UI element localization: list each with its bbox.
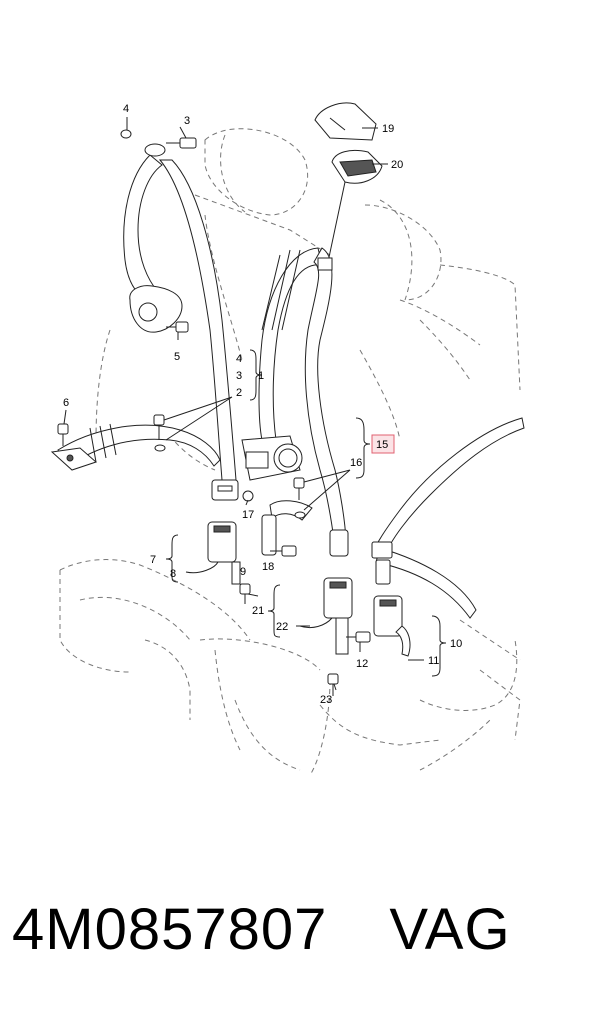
callout-4-top: 4 [123,103,129,115]
part-caption: 4M0857807 VAG [12,890,592,970]
callout-21: 21 [252,605,264,617]
callout-16: 16 [350,457,362,469]
brand-label: VAG [389,897,511,962]
callout-11: 11 [428,655,439,667]
callout-4-bracket: 4 [236,353,242,365]
callout-17: 17 [242,509,254,521]
callout-19: 19 [382,123,394,135]
seat-outline [59,128,521,776]
callout-2: 2 [236,387,242,399]
cover-and-guide [314,102,383,271]
callout-20: 20 [391,159,403,171]
callout-8: 8 [170,568,176,580]
part-number: 4M0857807 [12,897,328,962]
callout-1: 1 [258,370,264,382]
buckle-7 [185,521,241,585]
callout-9: 9 [240,566,246,578]
lap-belt-left [50,423,221,471]
callout-5: 5 [174,351,180,363]
seat-belt-exploded-diagram: 4 3 5 4 3 1 2 6 19 20 15 16 17 18 7 8 9 … [50,102,525,776]
bolts [57,129,371,696]
callout-22: 22 [276,621,288,633]
callout-15-highlight [371,434,395,454]
callout-labels: 4 3 5 4 3 1 2 6 19 20 15 16 17 18 7 8 9 … [63,103,462,706]
callout-7: 7 [150,554,156,566]
callout-10: 10 [450,638,462,650]
callout-3-bracket: 3 [236,370,242,382]
callout-18: 18 [262,561,274,573]
callout-12: 12 [356,658,368,670]
belt-upper-left [123,143,239,501]
callout-6: 6 [63,397,69,409]
callout-3-top: 3 [184,115,190,127]
leader-lines [63,117,447,691]
buckle-10 [373,595,411,657]
callout-23: 23 [320,694,332,706]
belt-center-retractor [241,247,349,557]
callout-15: 15 [376,439,388,451]
buckle-21 [299,577,353,655]
belt-right [371,417,525,619]
